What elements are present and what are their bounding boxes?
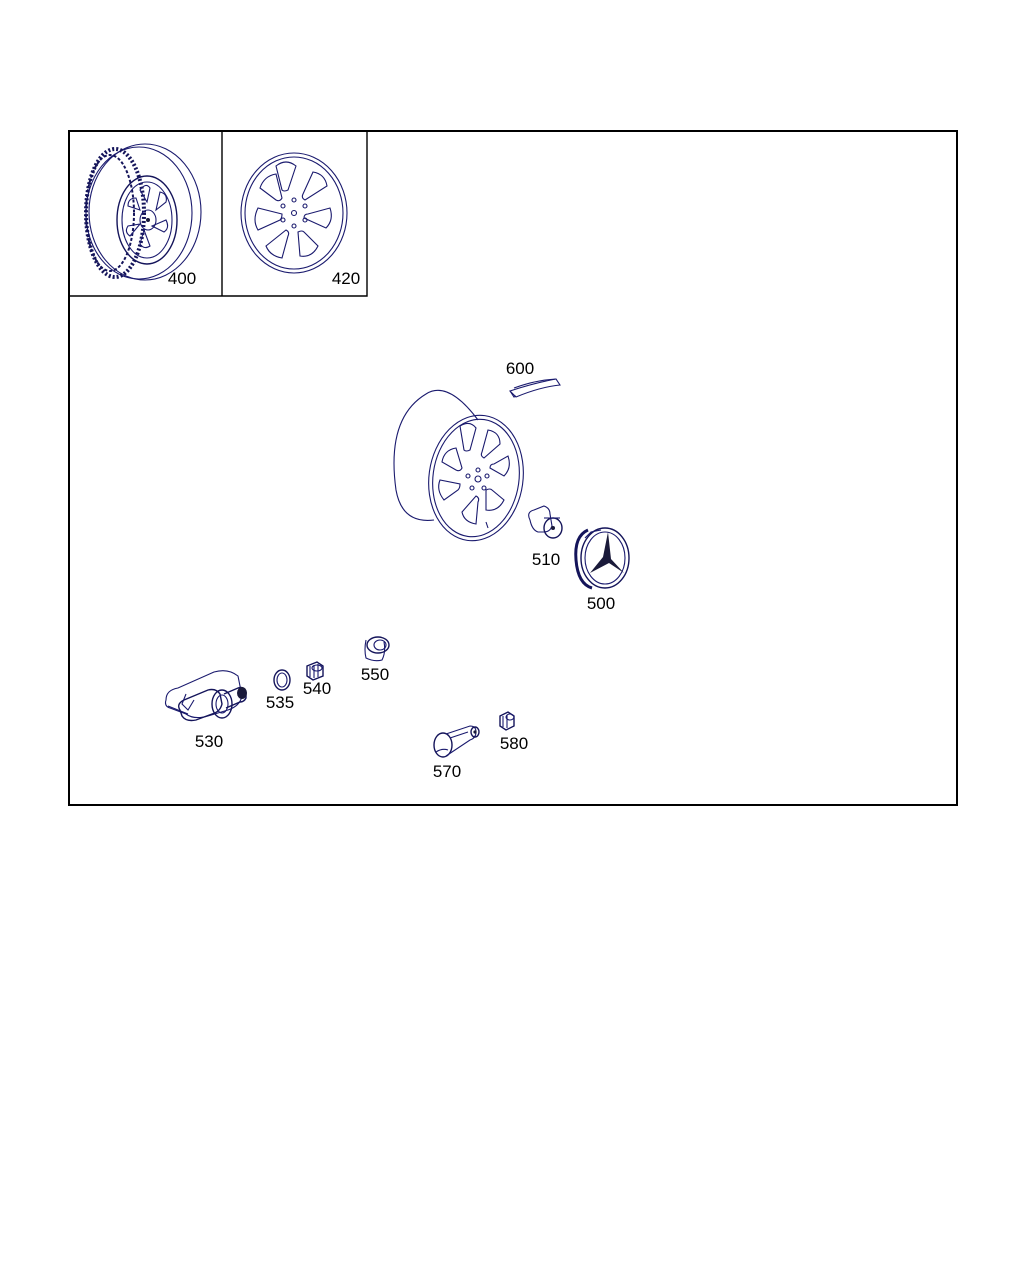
part-label-580: 580 [500,734,528,753]
rim-illustration[interactable] [240,152,348,274]
valve-stem-illustration[interactable] [433,725,480,758]
part-label-500: 500 [587,594,615,613]
sleeve-illustration[interactable] [364,636,390,662]
valve-cap-illustration[interactable] [499,711,515,731]
part-label-530: 530 [195,732,223,751]
diagram-frame [68,130,958,806]
valve-nut-illustration[interactable] [306,661,324,681]
inset-frame [69,131,368,297]
part-label-400: 400 [168,269,196,288]
main-rim-illustration[interactable] [393,389,531,547]
part-label-510: 510 [532,550,560,569]
balance-weight-illustration[interactable] [508,378,561,398]
part-label-570: 570 [433,762,461,781]
part-label-535: 535 [266,693,294,712]
wheel-bolt-illustration[interactable] [528,505,563,539]
part-label-420: 420 [332,269,360,288]
pressure-sensor-illustration[interactable] [164,670,248,722]
complete-wheel-illustration[interactable] [84,143,202,281]
part-label-540: 540 [303,679,331,698]
part-label-550: 550 [361,665,389,684]
part-label-600: 600 [506,359,534,378]
seal-ring-illustration[interactable] [273,669,291,691]
hub-cap-illustration[interactable] [574,527,630,590]
